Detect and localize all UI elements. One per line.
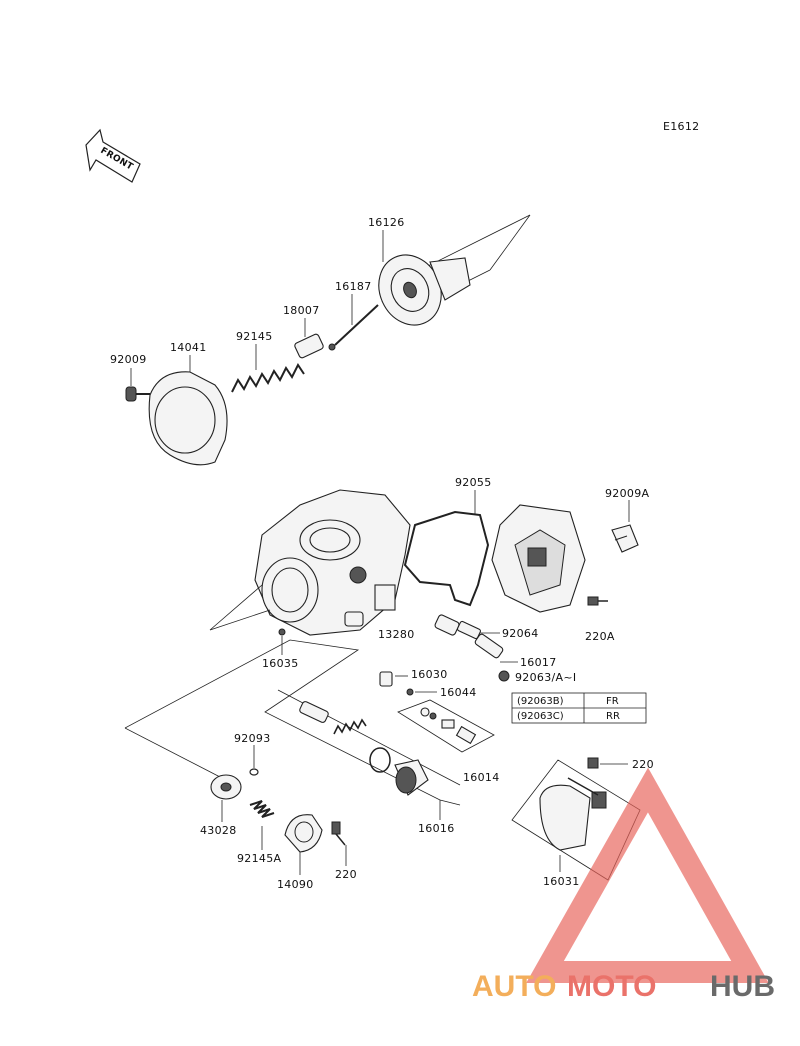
starter-plunger-16014 (397, 699, 495, 753)
label-220A: 220A (585, 630, 615, 643)
label-16016: 16016 (418, 822, 455, 835)
watermark-part2: MOTO (567, 970, 656, 1003)
spring-92145 (231, 363, 305, 393)
label-16126: 16126 (368, 216, 405, 229)
label-92009A: 92009A (605, 487, 649, 500)
throttle-sensor-16031 (511, 759, 641, 881)
screw-92009A (611, 524, 639, 553)
main-jet-parts (434, 614, 510, 682)
choke-plunger-parts (299, 701, 429, 796)
cover-14090 (284, 814, 323, 853)
diaphragm-43028 (210, 774, 242, 800)
spring-92145A (249, 800, 275, 818)
needle-holder-18007 (294, 333, 324, 359)
screw-92009 (125, 386, 150, 402)
variant-legend: (92063B) FR (92063C) RR (511, 692, 647, 724)
label-13280: 13280 (378, 628, 415, 641)
automotohub-watermark: AUTO MOTO HUB (472, 767, 775, 1003)
label-16017: 16017 (520, 656, 557, 669)
float-bowl (491, 504, 586, 613)
label-92063: 92063/A~I (515, 671, 576, 684)
label-92145A: 92145A (237, 852, 281, 865)
label-92055: 92055 (455, 476, 492, 489)
label-16044: 16044 (440, 686, 477, 699)
front-arrow-icon: FRONT (85, 128, 141, 183)
legend-value-2: RR (606, 711, 620, 722)
label-220-lower: 220 (335, 868, 357, 881)
carburetor-body (254, 489, 411, 636)
label-92093: 92093 (234, 732, 271, 745)
legend-value-1: FR (606, 696, 619, 707)
label-92145: 92145 (236, 330, 273, 343)
gasket-92055 (403, 510, 490, 607)
screw-220A (587, 596, 608, 606)
jet-needle-16187 (328, 304, 379, 351)
label-14041: 14041 (170, 341, 207, 354)
screw-220-lower (331, 821, 346, 846)
top-cover-14041 (148, 371, 228, 466)
label-92009: 92009 (110, 353, 147, 366)
pilot-jet-parts (379, 671, 414, 696)
label-14090: 14090 (277, 878, 314, 891)
legend-code-2: (92063C) (517, 711, 564, 722)
watermark-part3: HUB (710, 970, 775, 1003)
vacuum-piston-16126 (378, 254, 471, 326)
label-16030: 16030 (411, 668, 448, 681)
label-16031: 16031 (543, 875, 580, 888)
legend-code-1: (92063B) (517, 696, 564, 707)
label-43028: 43028 (200, 824, 237, 837)
label-16187: 16187 (335, 280, 372, 293)
label-18007: 18007 (283, 304, 320, 317)
label-92064: 92064 (502, 627, 539, 640)
diagram-code: E1612 (663, 120, 699, 133)
screw-220-right (587, 757, 599, 769)
watermark-part1: AUTO (472, 970, 556, 1003)
label-220-right: 220 (632, 758, 654, 771)
label-16035: 16035 (262, 657, 299, 670)
label-16014: 16014 (463, 771, 500, 784)
